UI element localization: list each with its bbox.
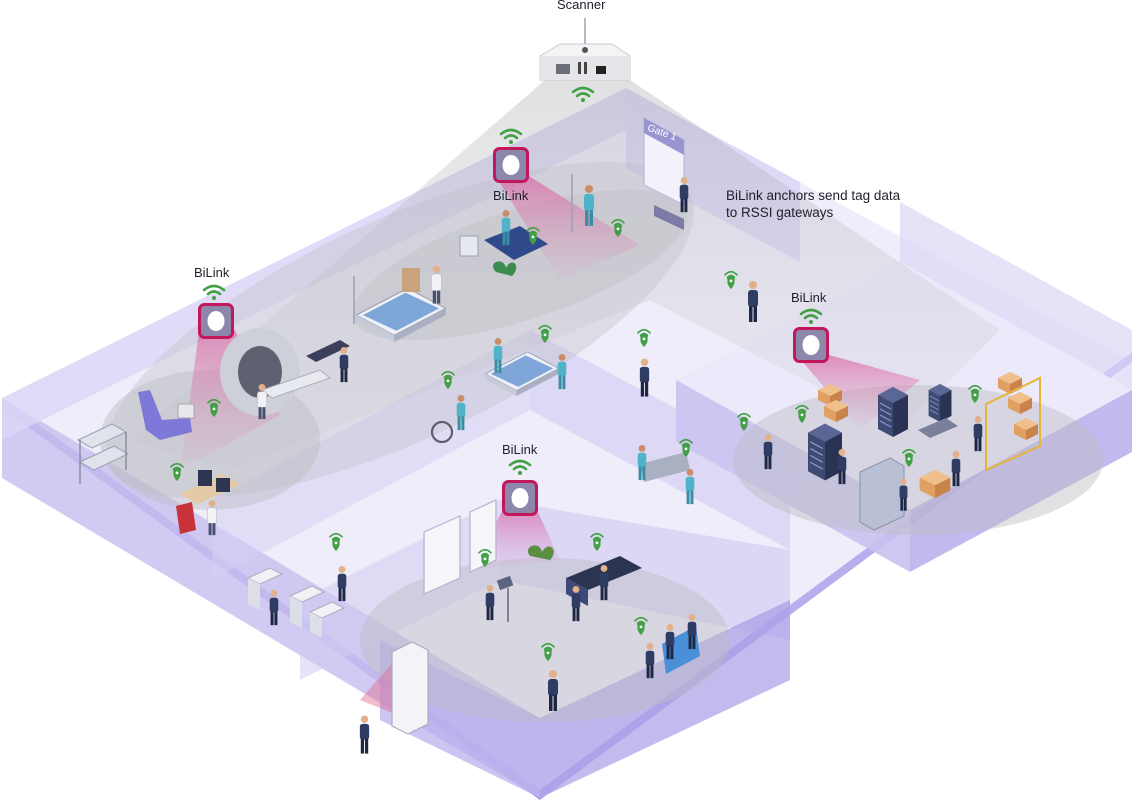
warehouse-room <box>763 372 1041 531</box>
rack-2 <box>808 423 842 481</box>
scanner-device <box>539 18 631 102</box>
rack-3 <box>928 384 952 422</box>
lobby-room <box>246 499 700 754</box>
bilink-left-label: BiLink <box>194 265 230 280</box>
bilink-right-anchor-icon <box>793 327 829 363</box>
entrance-man-person-icon <box>359 715 370 754</box>
corridor-people <box>637 281 758 505</box>
note-line-2: to RSSI gateways <box>726 205 834 220</box>
bilink-center-label: BiLink <box>502 442 538 457</box>
bilink-left-anchor-icon <box>198 303 234 339</box>
hospital-left-room <box>76 328 350 536</box>
bilink-right-label: BiLink <box>791 290 827 305</box>
note-line-1: BiLink anchors send tag data <box>726 188 901 203</box>
bilink-center-anchor-icon <box>502 480 538 516</box>
bilink-top-anchor-icon <box>493 147 529 183</box>
rack-1 <box>878 386 908 438</box>
scanner-label: Scanner <box>557 0 606 12</box>
bilink-top-label: BiLink <box>493 188 529 203</box>
